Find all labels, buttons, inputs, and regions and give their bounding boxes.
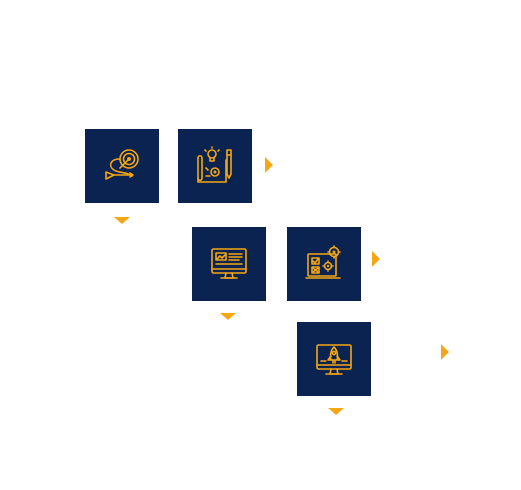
blueprint-plan-icon: [197, 146, 232, 183]
connector-arrow-down-5: [328, 408, 344, 415]
step-2-tile: [178, 129, 252, 203]
connector-arrow-right-4: [372, 251, 380, 267]
rocket-launch-monitor-icon: [316, 344, 352, 375]
connector-arrow-right-2: [265, 157, 273, 173]
connector-arrow-down-1: [114, 217, 130, 224]
connector-arrow-right-5: [441, 344, 449, 360]
web-design-monitor-icon: [211, 248, 247, 279]
step-1-tile: [85, 129, 159, 203]
development-checklist-gears-icon: [305, 245, 341, 279]
target-strategy-icon: [105, 149, 139, 180]
step-3-tile: [192, 227, 266, 301]
connector-arrow-down-3: [220, 313, 236, 320]
step-5-tile: [297, 322, 371, 396]
step-4-tile: [287, 227, 361, 301]
